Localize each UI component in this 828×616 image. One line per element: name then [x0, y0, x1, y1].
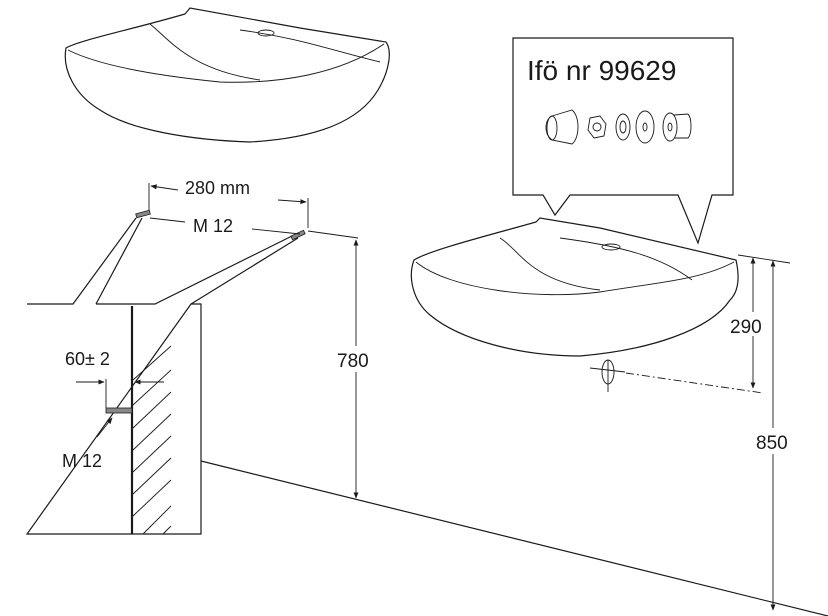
- bolt-spacing-dimension: 280 mm: [185, 178, 250, 198]
- bolt-protrusion-dimension: 60± 2: [65, 349, 110, 369]
- hex-nut-icon: [587, 115, 607, 139]
- bolt-size-label: M 12: [193, 216, 233, 236]
- bolt-detail-label: M 12: [62, 451, 102, 471]
- drain-offset-dimension: 290: [730, 317, 762, 338]
- wall-section-detail: 60± 2 M 12: [25, 217, 299, 535]
- kit-part-number: Ifö nr 99629: [527, 55, 676, 86]
- basin-mounted-view: [410, 217, 764, 394]
- flat-washer-icon: [635, 110, 655, 144]
- rim-height-dimension: 850: [756, 433, 788, 454]
- kit-parts: [545, 109, 692, 145]
- cone-washer-icon: [545, 109, 579, 145]
- bolt-right-icon: [290, 229, 306, 241]
- wall-hatching: [132, 345, 172, 535]
- bolt-left-icon: [135, 209, 151, 219]
- fitting-kit-callout: Ifö nr 99629: [512, 37, 734, 245]
- bolt-height-dimension: 780: [337, 351, 369, 372]
- washer-icon: [615, 113, 631, 141]
- basin-top-view: [64, 7, 390, 143]
- floor-line: [200, 460, 828, 616]
- bolt-detail-icon: [105, 407, 133, 414]
- sleeve-nut-icon: [662, 112, 678, 142]
- dimensions-right: 290 850: [728, 254, 798, 611]
- wall-bolts: 280 mm M 12 780: [135, 178, 378, 499]
